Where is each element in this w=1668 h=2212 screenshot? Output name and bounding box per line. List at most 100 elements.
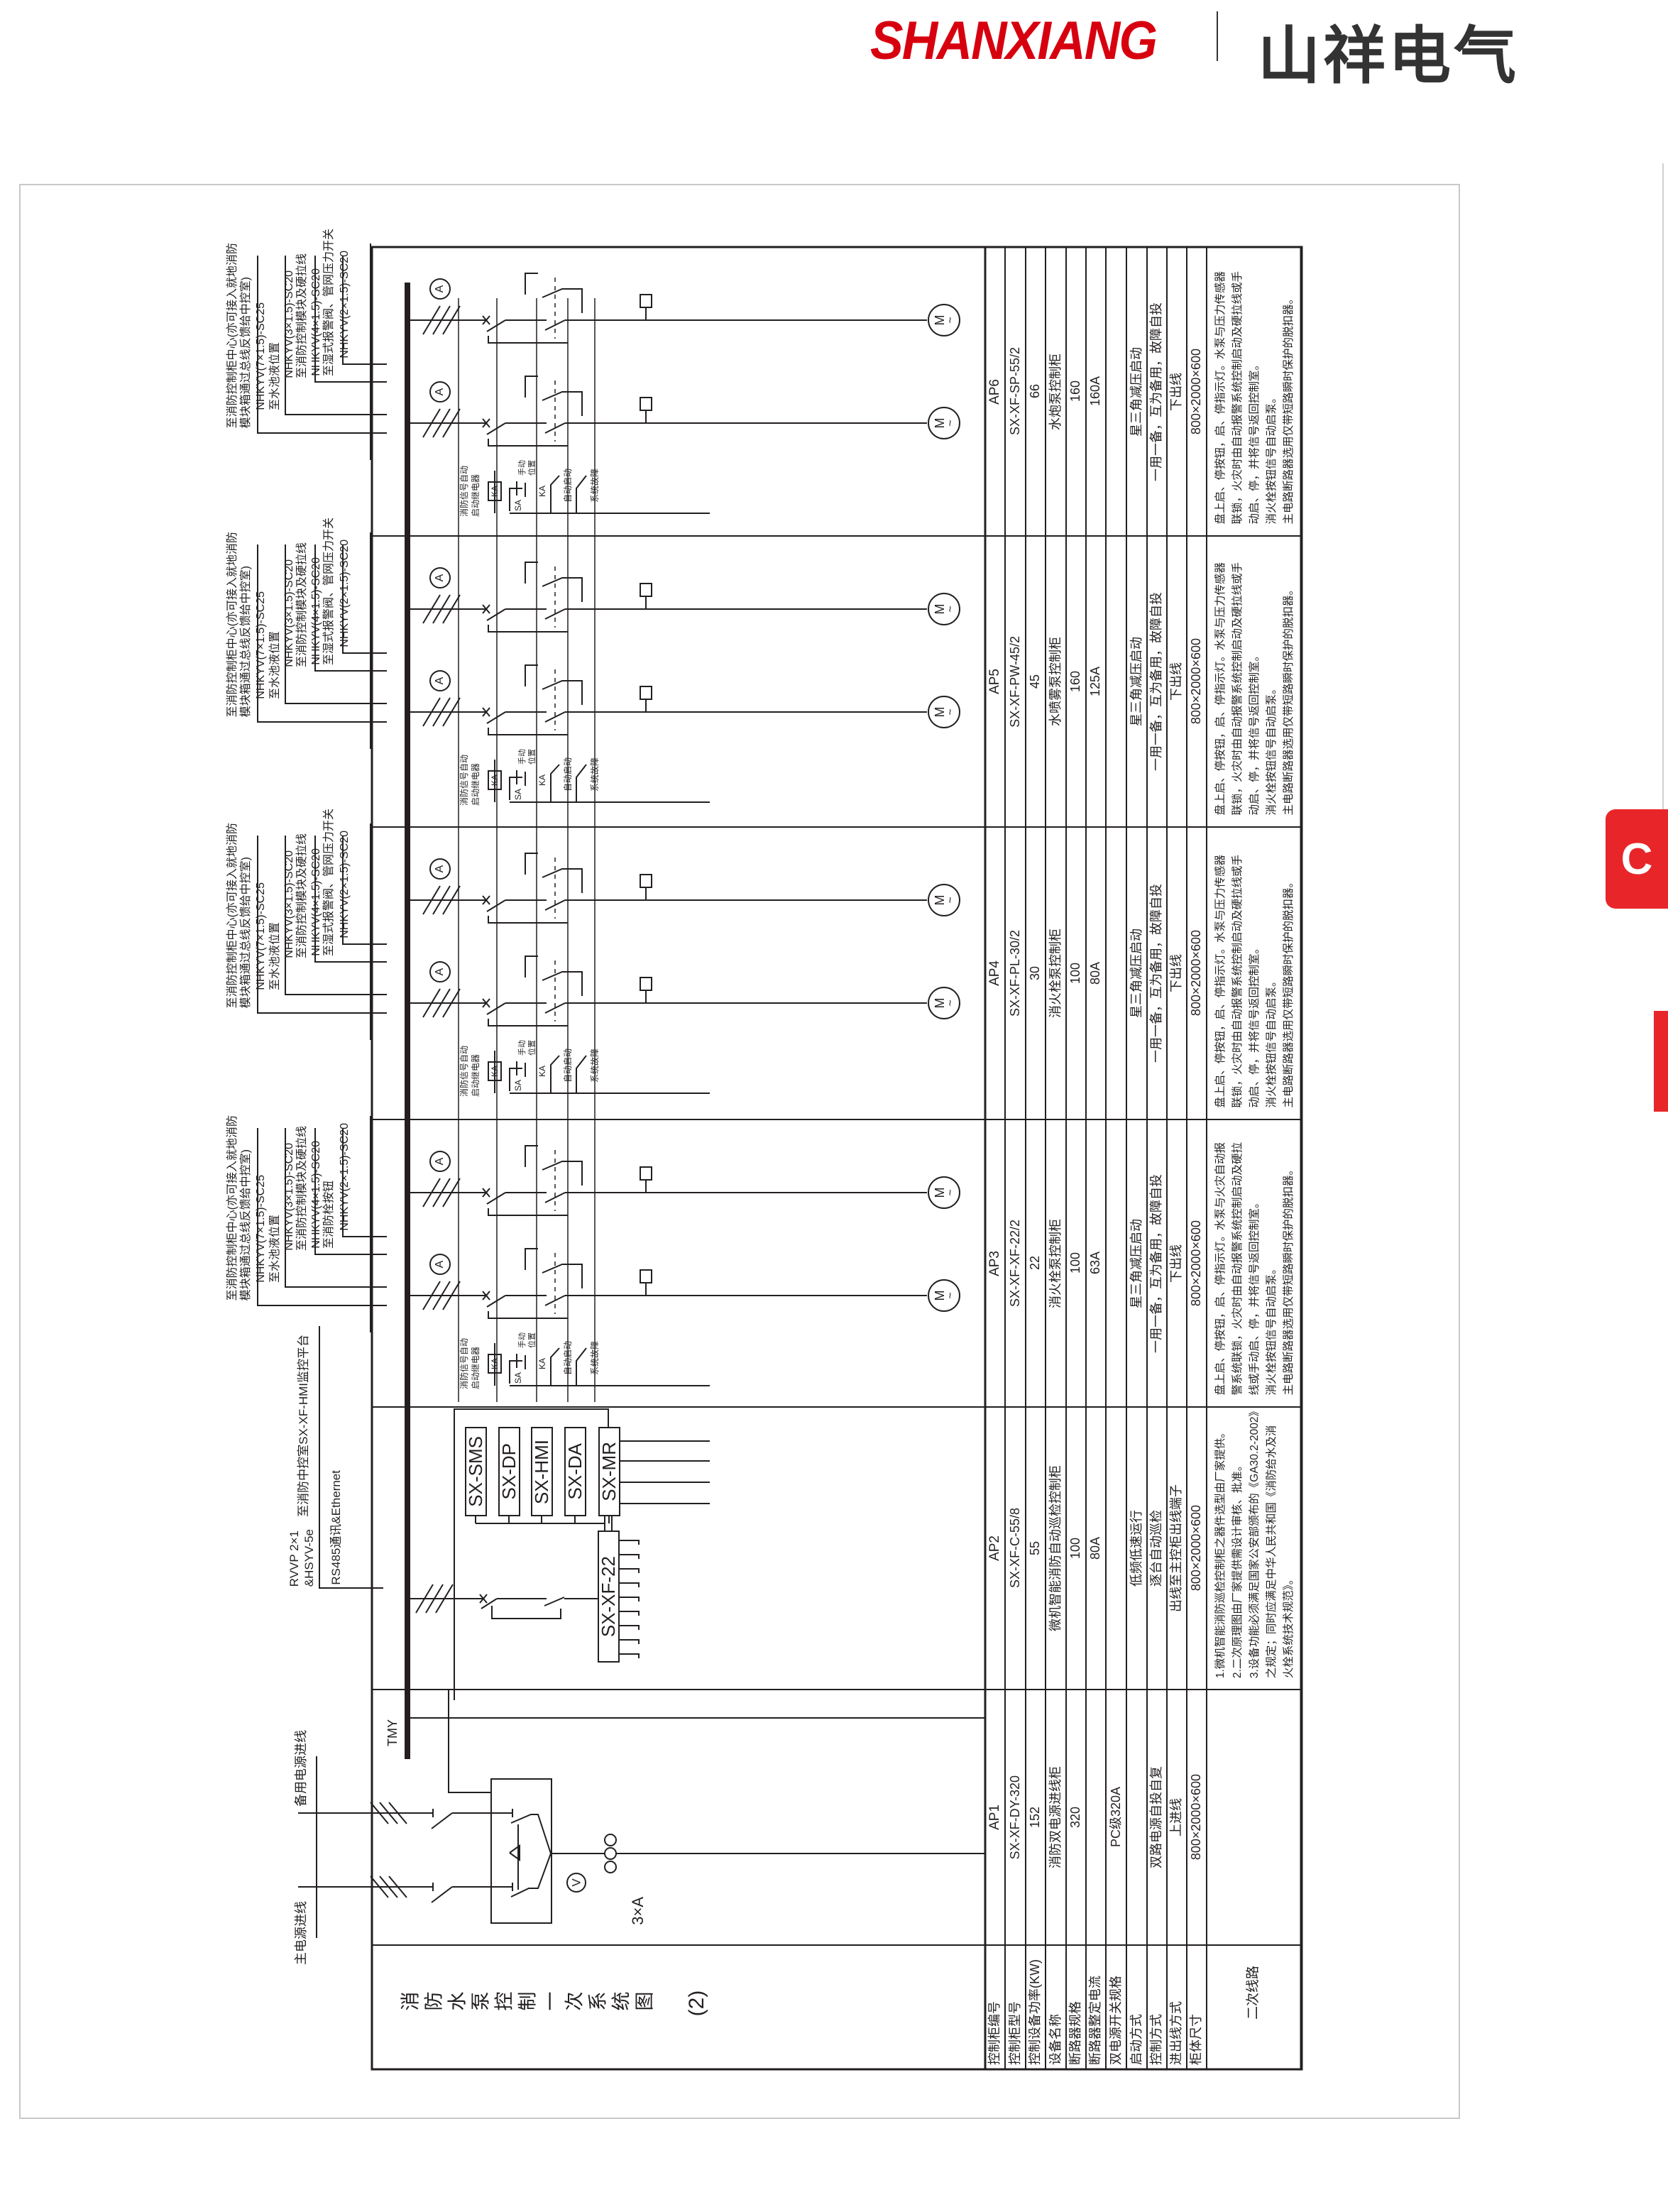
- brand-divider: [1217, 11, 1218, 61]
- row-label: 进出线方式: [1169, 2001, 1184, 2065]
- ka-coil-label: KA: [489, 1065, 500, 1077]
- table-cell-cell: 逐台自动巡检: [1147, 1407, 1167, 1690]
- breaker-mark: [482, 418, 490, 428]
- table-cell-cell: SX-XF-SP-55/2: [1005, 247, 1026, 536]
- three-phase-mark: [432, 408, 451, 438]
- aux-contact: [525, 956, 538, 978]
- table-cell: 下出线: [1169, 1244, 1184, 1283]
- cable-spec-cell: &HSYV-5e: [302, 1523, 317, 1587]
- sa-label: SA: [512, 499, 523, 511]
- ammeter-label: A: [434, 1260, 446, 1269]
- table-cell-cell: 一用一备，互为备用，故障自投: [1147, 536, 1167, 827]
- auto-start-label-cell: 自动启动: [562, 752, 574, 792]
- table-cell: 320: [1068, 1806, 1083, 1829]
- table-cell-cell: 320: [1066, 1690, 1086, 1945]
- sa-label: SA: [512, 1079, 523, 1091]
- cabinet-id-cell: AP2: [985, 1407, 1005, 1690]
- relay-label-cell: 启动继电器: [470, 1040, 481, 1097]
- cable-label: 至水池液位置: [268, 630, 281, 699]
- sa-label-cell: SA: [512, 784, 524, 800]
- table-cell: 消火栓泵控制柜: [1048, 929, 1063, 1018]
- fault-label-cell: 系统故障: [589, 1336, 600, 1375]
- note-line: 联锁，火灾时由自动报警系统控制启动及硬拉线或手: [1231, 562, 1244, 816]
- three-phase-mark: [432, 1281, 451, 1310]
- voltmeter-icon: [566, 1873, 586, 1893]
- aux-contact: [542, 680, 583, 705]
- controller-terminal: [620, 1625, 640, 1630]
- ka-contact-label: KA: [537, 1065, 547, 1077]
- contactor-blade: [544, 1192, 566, 1203]
- busbar-label: TMY: [385, 1719, 400, 1746]
- cable-spec-cell: RVVP 2×1: [287, 1523, 302, 1587]
- aux-contact: [525, 273, 538, 295]
- note-line: 主电路断路器选用仅带短路瞬时保护的脱扣器。: [1283, 1164, 1295, 1396]
- current-transformer-icon: [604, 1861, 617, 1873]
- ka-contact-label-cell: KA: [537, 1061, 548, 1077]
- diagram-title: 消防水泵控制一次系统图: [400, 1992, 658, 2015]
- main-incoming-label: 主电源进线: [294, 1901, 309, 1965]
- contactor-blade: [544, 899, 566, 911]
- table-cell-cell: 一用一备，互为备用，故障自投: [1147, 247, 1167, 536]
- table-cell-cell: 星三角减压启动: [1126, 827, 1147, 1119]
- voltmeter-label: V: [569, 1878, 583, 1887]
- table-cell: 800×2000×600: [1189, 1774, 1204, 1861]
- table-cell-cell: 152: [1026, 1690, 1046, 1945]
- ammeter-label: A: [434, 865, 446, 873]
- notes-text: 1.微机智能消防巡检控制柜之器件选型由厂家提供。2.二次原理图由厂家提供需设计审…: [1212, 1406, 1297, 1678]
- table-cell: 800×2000×600: [1189, 930, 1204, 1017]
- row-label-cell: 控制设备功率(KW): [1026, 1949, 1046, 2065]
- motor-icon: [928, 304, 960, 336]
- table-cell-cell: 100: [1066, 1407, 1086, 1690]
- breaker-blade: [481, 1598, 498, 1609]
- section-tab-c[interactable]: C: [1606, 809, 1668, 909]
- table-cell: 双路电源自投自复: [1149, 1766, 1164, 1868]
- fault-label-cell: 系统故障: [589, 752, 600, 792]
- table-cell: 100: [1068, 962, 1083, 985]
- fault-contact-icon: [576, 1347, 587, 1386]
- row-label: 断路器规格: [1068, 2001, 1083, 2065]
- motor-ac-label: ~: [945, 708, 957, 716]
- aux-contact: [525, 1248, 538, 1270]
- fault-label: 系统故障: [589, 1048, 600, 1083]
- cable-label: NHKYV(7×1.5)-SC25: [254, 302, 267, 410]
- manual-label-cell: 位置: [528, 457, 538, 476]
- table-cell: 下出线: [1169, 662, 1184, 701]
- aux-contact: [525, 853, 538, 875]
- cable-label: 至消防控制模块及硬拉线: [295, 542, 308, 667]
- note-line: 主电路断路器选用仅带短路瞬时保护的脱扣器。: [1283, 877, 1295, 1108]
- table-cell: 出线至主控柜出线端子: [1169, 1484, 1184, 1612]
- note-line: 主电路断路器选用仅带短路瞬时保护的脱扣器。: [1283, 584, 1295, 816]
- manual-label-cell: 手动: [518, 746, 528, 765]
- table-cell: 一用一备，互为备用，故障自投: [1149, 884, 1164, 1063]
- controller-terminal: [620, 1611, 640, 1616]
- motor-ac-label: ~: [945, 1000, 957, 1007]
- aux-contact: [525, 562, 538, 584]
- cabinet-id-cell: AP3: [985, 1119, 1005, 1407]
- cabinet-id-cell: AP5: [985, 536, 1005, 827]
- ammeter-icon: [429, 670, 451, 691]
- relay-label-cell: 消防信号自动: [459, 1332, 470, 1389]
- aux-line: [488, 1019, 568, 1026]
- cable-label-cell: NHKYV(4×1.5)-SC20: [309, 476, 323, 665]
- auto-start-label-cell: 自动启动: [562, 464, 574, 503]
- manual-label: 手动: [518, 460, 527, 476]
- table-cell-cell: 45: [1026, 536, 1046, 827]
- main-incoming-label-cell: 主电源进线: [294, 1888, 309, 1965]
- cabinet-id: AP4: [987, 960, 1002, 986]
- cable-label-cell: NHKYV(4×1.5)-SC20: [309, 1059, 323, 1249]
- table-cell: 22: [1028, 1256, 1043, 1271]
- ammeter-label: A: [434, 677, 446, 685]
- brand-logo-en: SHANXIANG: [870, 11, 1158, 71]
- ats-box: [490, 1778, 552, 1924]
- controller-terminal: [620, 1639, 640, 1644]
- ats-interlock-icon: [509, 1844, 520, 1861]
- ka-coil-icon: [488, 1354, 502, 1374]
- manual-label-cell: 位置: [528, 1037, 538, 1056]
- three-phase-mark: [415, 1584, 434, 1614]
- module-label: SX-HMI: [530, 1439, 552, 1504]
- three-phase-mark: [370, 1876, 389, 1898]
- ka-coil-label-cell: KA: [488, 1062, 501, 1080]
- three-phase-mark: [442, 697, 461, 727]
- aux-line: [488, 916, 568, 924]
- cable-label: 模块箱通过总线反馈给中控室): [239, 1149, 252, 1301]
